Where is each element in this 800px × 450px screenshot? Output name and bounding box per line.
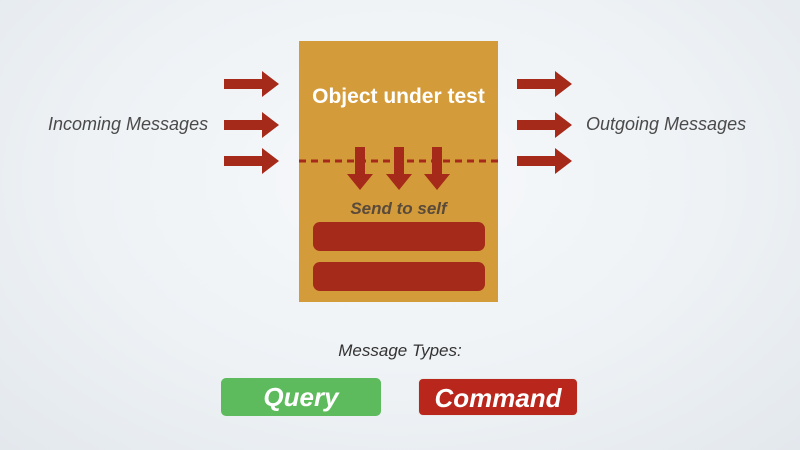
incoming-arrow-1 (224, 71, 279, 97)
outgoing-messages-label: Outgoing Messages (586, 114, 747, 134)
send-to-self-label: Send to self (350, 199, 447, 218)
object-title: Object under test (312, 85, 485, 108)
self-send-arrows (347, 147, 450, 190)
command-type-badge: Command (418, 378, 578, 416)
self-send-arrow-3 (424, 147, 450, 190)
incoming-arrow-3 (224, 148, 279, 174)
self-send-arrow-1 (347, 147, 373, 190)
self-send-graphics (299, 147, 498, 190)
query-type-badge: Query (221, 378, 381, 416)
object-under-test-box: Object under test Send to self (299, 41, 498, 302)
outgoing-arrow-3 (517, 148, 572, 174)
self-send-arrow-2 (386, 147, 412, 190)
outgoing-arrows (517, 71, 572, 174)
private-method-bar-2 (313, 262, 485, 291)
incoming-arrows (224, 71, 279, 174)
outgoing-arrow-1 (517, 71, 572, 97)
message-types-label: Message Types: (338, 341, 462, 360)
incoming-messages-label: Incoming Messages (48, 114, 209, 134)
incoming-arrow-2 (224, 112, 279, 138)
outgoing-arrow-2 (517, 112, 572, 138)
private-method-bar-1 (313, 222, 485, 251)
